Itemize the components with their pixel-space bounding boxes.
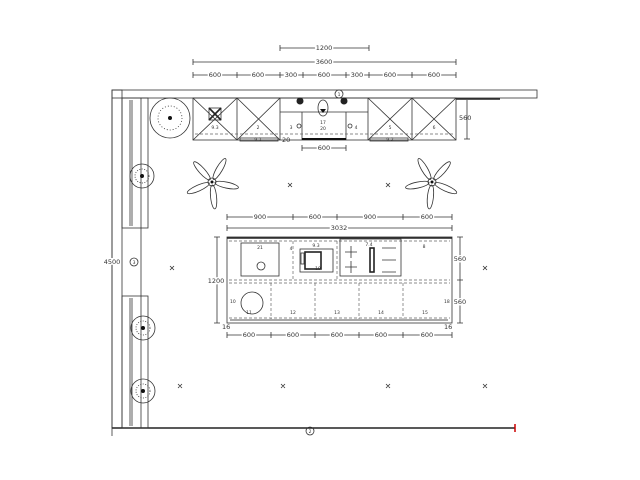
island-label: 13	[334, 310, 340, 316]
dim-label: 600	[252, 71, 264, 79]
dim-label: 600	[375, 331, 387, 339]
dim-label: 600	[384, 71, 396, 79]
dim-label: 16	[222, 323, 230, 331]
dim-label: 16	[444, 323, 452, 331]
island-label: 21	[257, 245, 263, 251]
dim-label: 300	[285, 71, 297, 79]
svg-text:2: 2	[309, 429, 312, 435]
dim-label: 600	[318, 144, 330, 152]
dim-label: 600	[428, 71, 440, 79]
dim-label: 600	[243, 331, 255, 339]
island-label: 8	[423, 244, 426, 250]
left-counter-top	[121, 97, 149, 229]
kitchen-island	[226, 236, 453, 324]
dim-label: 900	[254, 213, 266, 221]
dim-label: 560	[454, 255, 466, 263]
island-label: 15	[422, 310, 428, 316]
upper-label: 9.1	[254, 137, 261, 143]
dim-label: 3600	[316, 58, 333, 66]
dim-label: 300	[351, 71, 363, 79]
wall-label-3: 3	[129, 257, 139, 267]
ceiling-fan-icon	[405, 158, 458, 210]
upper-label: 6	[433, 125, 436, 131]
island-label: 19	[315, 266, 321, 272]
upper-label: 5	[389, 125, 392, 131]
upper-label: 9.3	[211, 125, 218, 131]
upper-label: 20	[320, 126, 326, 132]
round-plant-icon	[130, 378, 156, 404]
svg-text:1: 1	[338, 92, 341, 98]
upper-cabinet-row	[192, 97, 457, 142]
top-wall	[111, 89, 538, 99]
dim-label: 560	[454, 298, 466, 306]
upper-label: 17	[320, 120, 326, 126]
ceiling-light-marks	[169, 182, 488, 389]
round-plant-icon	[130, 315, 156, 341]
dimension-lines-island	[214, 214, 463, 338]
dim-label: 1200	[208, 277, 225, 285]
upper-label: 4	[355, 125, 358, 131]
dim-label: 600	[209, 71, 221, 79]
dim-label: 600	[331, 331, 343, 339]
dim-label: 600	[287, 331, 299, 339]
dim-label: 1200	[316, 44, 333, 52]
wall-label-1: 1	[334, 89, 344, 99]
upper-label: 3	[290, 125, 293, 131]
dim-label: 600	[309, 213, 321, 221]
dim-label: 3032	[331, 224, 348, 232]
island-label: 11	[246, 310, 252, 316]
dim-label: 20	[282, 136, 290, 144]
island-label: 18	[444, 299, 450, 305]
dim-label: 4500	[104, 258, 121, 266]
upper-label: 9.2	[386, 137, 393, 143]
wall-label-2: 2	[305, 426, 315, 436]
island-label: 4	[290, 246, 293, 252]
dim-label: 600	[318, 71, 330, 79]
island-label: 10	[230, 299, 236, 305]
dim-label: 600	[421, 213, 433, 221]
svg-text:3: 3	[133, 260, 136, 266]
ceiling-fan-icon	[186, 158, 239, 210]
dim-label: 900	[364, 213, 376, 221]
island-label: 14	[378, 310, 384, 316]
upper-label: 2	[257, 125, 260, 131]
dim-label: 560	[459, 114, 471, 122]
island-label: 7.4	[365, 242, 372, 248]
island-label: 9.3	[312, 243, 319, 249]
round-plant-icon	[129, 163, 155, 189]
dim-label: 600	[421, 331, 433, 339]
island-label: 12	[290, 310, 296, 316]
left-counter-bottom	[121, 295, 149, 429]
dimension-lines-top	[192, 45, 470, 151]
round-plant-icon	[149, 97, 191, 139]
